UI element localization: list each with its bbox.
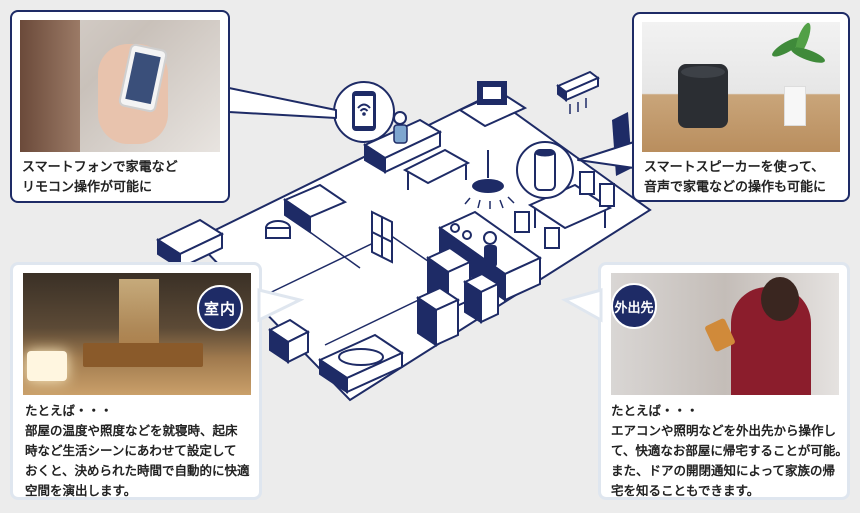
indoor-panel-tail [257, 288, 305, 323]
bathtub [317, 333, 405, 394]
coffee-table [402, 148, 471, 190]
speaker-shape [678, 64, 728, 128]
smartphone-bubble [333, 81, 395, 143]
ceiling-light-icon [464, 150, 515, 209]
indoor-text-line-3: 時など生活シーンにあわせて設定して [25, 443, 237, 458]
speaker-caption-line-1: スマートスピーカーを使って、 [644, 160, 825, 175]
speaker-bubble [516, 141, 574, 199]
outside-text-line-3: て、快適なお部屋に帰宅することが可能。 [611, 443, 848, 458]
smartphone-caption-line-2: リモコン操作が可能に [22, 180, 153, 195]
outside-panel: 外出先 たとえば・・・ エアコンや照明などを外出先から操作し て、快適なお部屋に… [598, 262, 850, 500]
outside-text-line-4: また、ドアの開閉通知によって家族の帰 [611, 463, 836, 478]
outside-text-line-2: エアコンや照明などを外出先から操作し [611, 423, 837, 438]
smartphone-caption-line-1: スマートフォンで家電など [22, 160, 178, 175]
indoor-text-line-1: たとえば・・・ [25, 403, 113, 418]
lamp-glow [27, 351, 67, 381]
smartphone-wifi-icon [352, 91, 376, 131]
door [371, 210, 393, 264]
tv-stand [457, 81, 528, 128]
indoor-text-line-4: おくと、決められた時間で自動的に快適 [25, 463, 250, 478]
outside-panel-tail [561, 288, 603, 323]
outside-badge: 外出先 [611, 283, 657, 329]
outside-text-line-5: 宅を知ることもできます。 [611, 483, 760, 498]
person-kitchen [483, 231, 497, 245]
indoor-panel: 室内 たとえば・・・ 部屋の温度や照度などを就寝時、起床 時など生活シーンにあわ… [10, 262, 262, 500]
washing-machine [268, 318, 310, 364]
smartphone-callout: スマートフォンで家電など リモコン操作が可能に [10, 10, 230, 203]
air-conditioner [556, 70, 600, 114]
table-shape [83, 343, 203, 367]
commuter-head [761, 277, 799, 321]
indoor-text-line-5: 空間を演出します。 [25, 483, 137, 498]
speaker-photo [642, 22, 840, 152]
outside-text-line-1: たとえば・・・ [611, 403, 699, 418]
plant-pot [784, 86, 806, 126]
storage-cabinets [415, 272, 501, 347]
speaker-callout: スマートスピーカーを使って、 音声で家電などの操作も可能に [632, 12, 850, 202]
window-glow [119, 279, 159, 343]
smartphone-photo [20, 20, 220, 152]
washroom [265, 183, 348, 239]
speaker-caption-line-2: 音声で家電などの操作も可能に [644, 180, 827, 195]
smart-speaker-icon [534, 149, 556, 191]
indoor-badge: 室内 [197, 285, 243, 331]
indoor-text-line-2: 部屋の温度や照度などを就寝時、起床 [25, 423, 238, 438]
hair-shape [20, 20, 80, 152]
